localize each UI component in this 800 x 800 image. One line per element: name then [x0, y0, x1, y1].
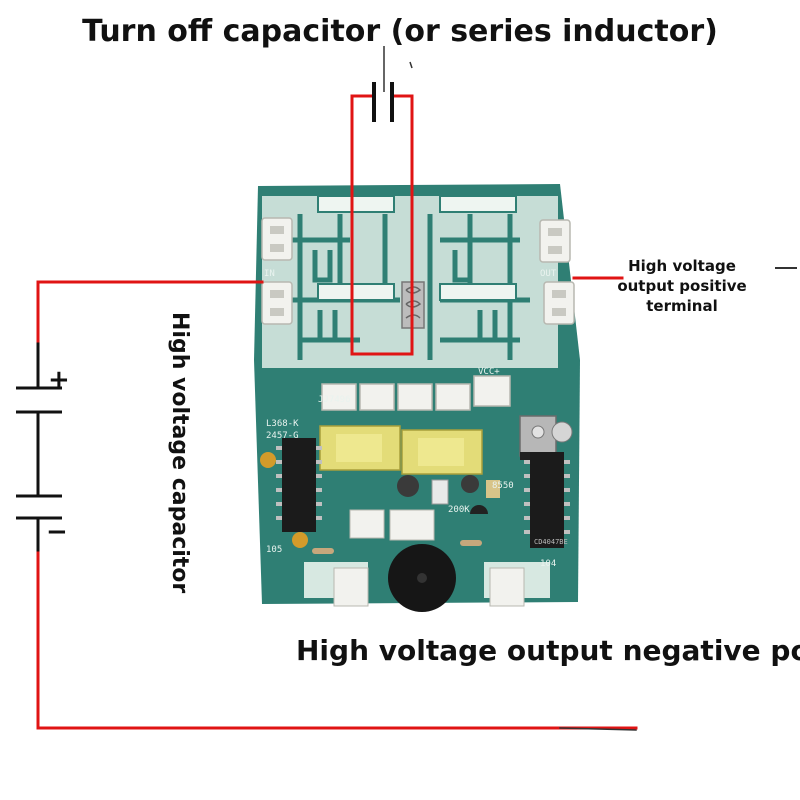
pcb-board — [254, 184, 580, 612]
silk-104: 104 — [540, 559, 556, 569]
in-connector-top — [261, 217, 293, 261]
turnoff-capacitor-wire — [350, 94, 414, 356]
high-voltage-capacitor-label: High voltage capacitor — [167, 312, 192, 594]
turnoff-capacitor-symbol — [372, 82, 394, 122]
silk-out: OUT — [540, 269, 557, 279]
silk-in: IN — [264, 269, 275, 279]
ic-cd4047 — [530, 452, 564, 548]
battery-symbol — [16, 386, 62, 520]
silk-ic: CD4047BE — [534, 538, 568, 546]
ic-left — [282, 438, 316, 532]
silk-resistor: 200K — [448, 505, 470, 515]
negative-pole-label: High voltage output negative pole — [296, 634, 800, 667]
in-connector-bottom — [261, 281, 293, 325]
turnoff-capacitor-label: Turn off capacitor (or series inductor) — [82, 14, 718, 49]
battery-plus-sign: + — [48, 365, 70, 395]
silk-rev: 2457-G — [266, 431, 299, 441]
battery-minus-sign: − — [46, 517, 68, 547]
silk-model: JJ7496 — [318, 395, 351, 405]
positive-terminal-label: High voltage output positive terminal — [617, 257, 747, 315]
capacitor-positive-wire — [36, 280, 264, 346]
silk-part: L368-K — [266, 419, 299, 429]
negative-pole-wire — [36, 548, 638, 730]
out-connector-bottom — [543, 281, 575, 325]
silk-105: 105 — [266, 545, 282, 555]
silk-vcc: VCC+ — [478, 367, 500, 377]
out-connector-top — [539, 219, 571, 263]
silk-transistor: 8550 — [492, 481, 514, 491]
wiring — [36, 94, 797, 731]
